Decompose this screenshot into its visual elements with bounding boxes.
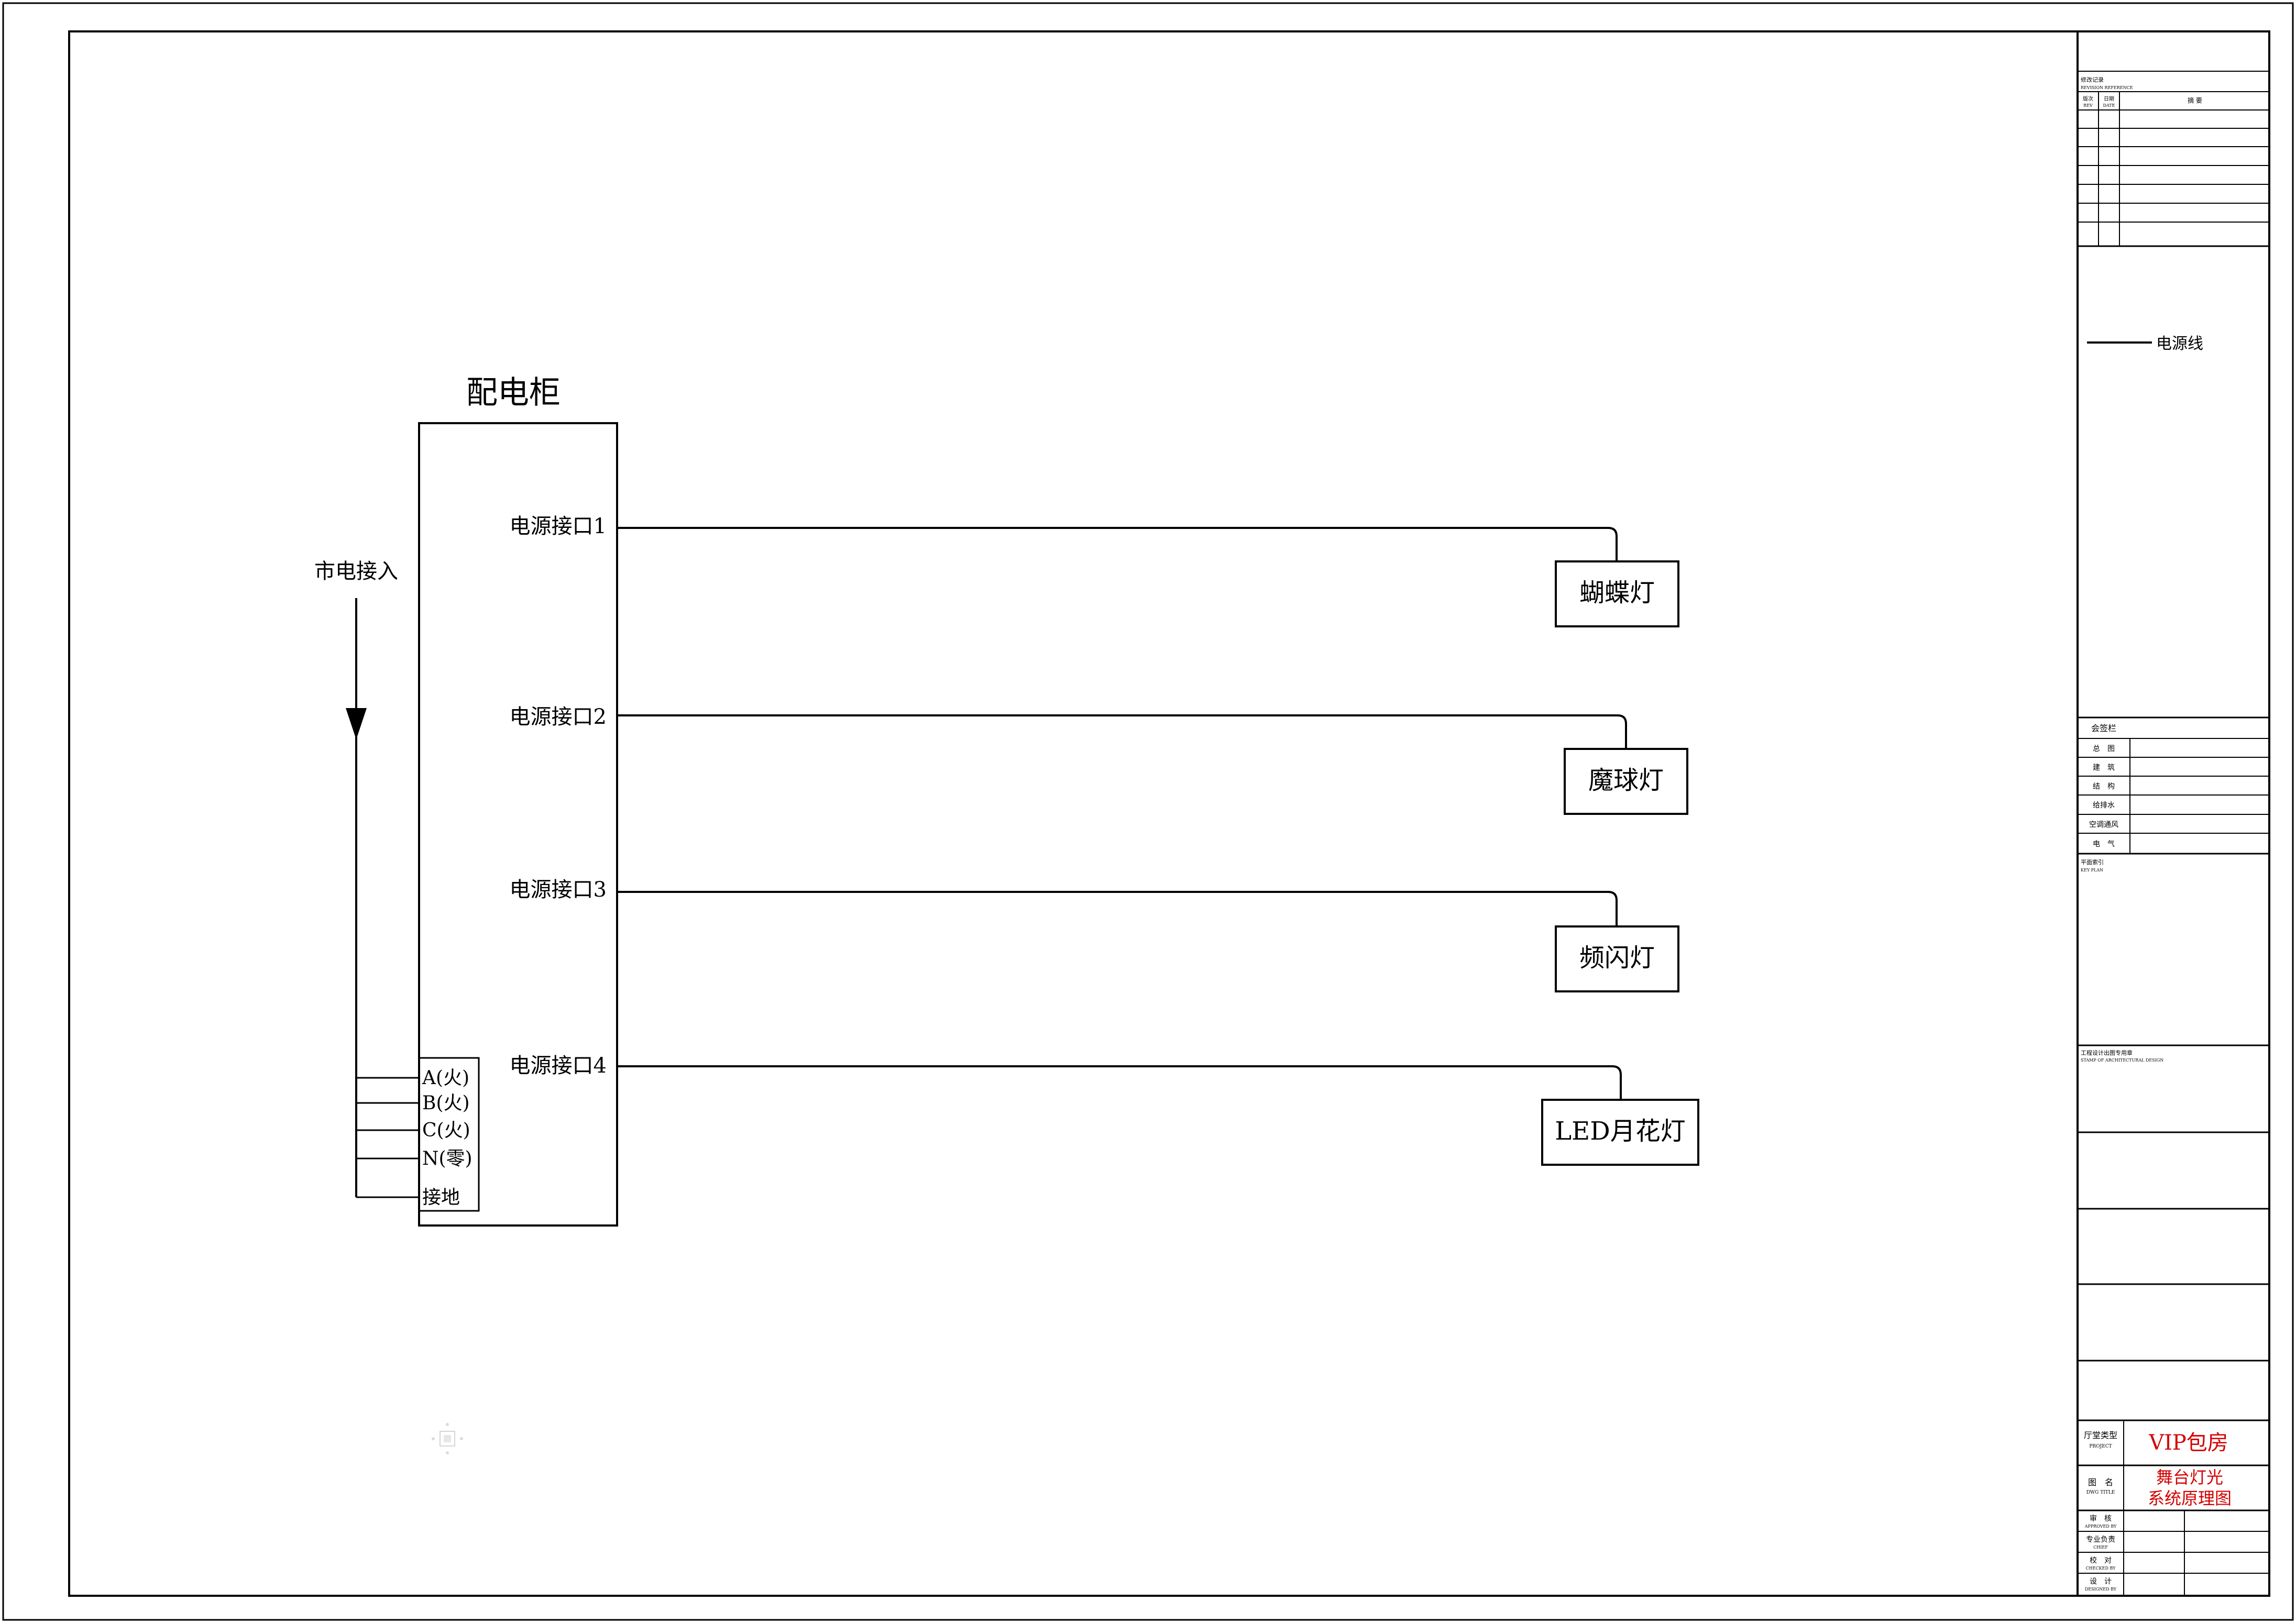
chief-label-cn: 专业负责	[2086, 1536, 2115, 1544]
port-label-1: 电源接口1	[510, 514, 607, 538]
rev-col-cn: 版次	[2083, 95, 2093, 102]
device-box-4	[1541, 1099, 1699, 1166]
sign-header: 会签栏	[2091, 723, 2116, 733]
designed-label-cn: 设 计	[2090, 1577, 2112, 1586]
port-label-2: 电源接口2	[510, 705, 607, 729]
device-label-4: LED月花灯	[1555, 1117, 1685, 1146]
power-line-2	[617, 714, 1627, 749]
terminal-label-b: B(火)	[422, 1092, 470, 1114]
sign-off-table	[2078, 716, 2269, 855]
sign-row-electrical: 电 气	[2093, 840, 2115, 848]
power-line-3	[617, 891, 1618, 926]
terminal-label-n: N(零)	[422, 1148, 473, 1169]
device-label-3: 频闪灯	[1579, 943, 1655, 973]
keyplan-cn: 平面索引	[2081, 858, 2104, 866]
drawing-title-label-cn: 图 名	[2088, 1477, 2113, 1487]
project-value: VIP包房	[2148, 1431, 2228, 1455]
device-box-2	[1564, 748, 1688, 815]
legend-power-line-label: 电源线	[2156, 335, 2203, 353]
terminal-label-a: A(火)	[422, 1067, 469, 1089]
project-label-cn: 厅堂类型	[2084, 1430, 2117, 1440]
rev-col-en: REV	[2083, 103, 2093, 108]
distribution-cabinet	[418, 422, 618, 1227]
port-label-4: 电源接口4	[510, 1054, 607, 1078]
sign-row-architecture: 建 筑	[2093, 764, 2115, 772]
drawing-frame	[68, 30, 2270, 1597]
power-line-4	[617, 1065, 1622, 1100]
stamp-en: STAMP OF ARCHITECTURAL DESIGN	[2081, 1058, 2163, 1063]
project-label-en: PROJECT	[2089, 1444, 2112, 1449]
stamp-area-rows	[2078, 1131, 2269, 1421]
checked-label-cn: 校 对	[2090, 1556, 2112, 1565]
terminal-block	[418, 1057, 480, 1212]
drawing-title-label-en: DWG TITLE	[2086, 1490, 2115, 1495]
cabinet-title: 配电柜	[466, 374, 561, 411]
terminal-label-ground: 接地	[422, 1187, 460, 1208]
approved-label-cn: 审 核	[2090, 1515, 2112, 1523]
revision-header-en: REVISION REFERENCE	[2081, 85, 2133, 90]
power-line-1	[617, 527, 1618, 561]
date-col-en: DATE	[2103, 103, 2115, 108]
revision-table	[2078, 71, 2269, 247]
designed-label-en: DESIGNED BY	[2085, 1587, 2117, 1592]
sign-row-general: 总 图	[2093, 745, 2115, 753]
sign-row-hvac: 空调通风	[2089, 821, 2118, 829]
device-box-1	[1555, 560, 1679, 627]
stamp-cn: 工程设计出图专用章	[2081, 1049, 2133, 1056]
drawing-title-line-1: 舞台灯光	[2156, 1467, 2223, 1487]
approved-label-en: APPROVED BY	[2084, 1524, 2117, 1529]
chief-label-en: CHIEF	[2093, 1545, 2108, 1550]
keyplan-en: KEY PLAN	[2081, 868, 2103, 873]
mains-input-label: 市电接入	[314, 559, 398, 583]
port-label-3: 电源接口3	[510, 878, 607, 902]
terminal-label-c: C(火)	[422, 1120, 470, 1141]
device-label-2: 魔球灯	[1588, 766, 1664, 795]
project-info-table	[2078, 1420, 2269, 1596]
drawing-title-line-2: 系统原理图	[2148, 1488, 2232, 1508]
date-col-cn: 日期	[2104, 96, 2114, 102]
arrow-down-icon	[346, 708, 367, 739]
device-label-1: 蝴蝶灯	[1579, 578, 1655, 608]
summary-col: 摘 要	[2188, 96, 2202, 104]
checked-label-en: CHECKED BY	[2086, 1566, 2116, 1571]
revision-header-cn: 修改记录	[2081, 76, 2104, 83]
sign-row-structure: 结 构	[2093, 782, 2115, 791]
device-box-3	[1555, 925, 1679, 992]
sign-row-plumbing: 给排水	[2093, 801, 2115, 810]
compass-icon	[432, 1423, 463, 1454]
